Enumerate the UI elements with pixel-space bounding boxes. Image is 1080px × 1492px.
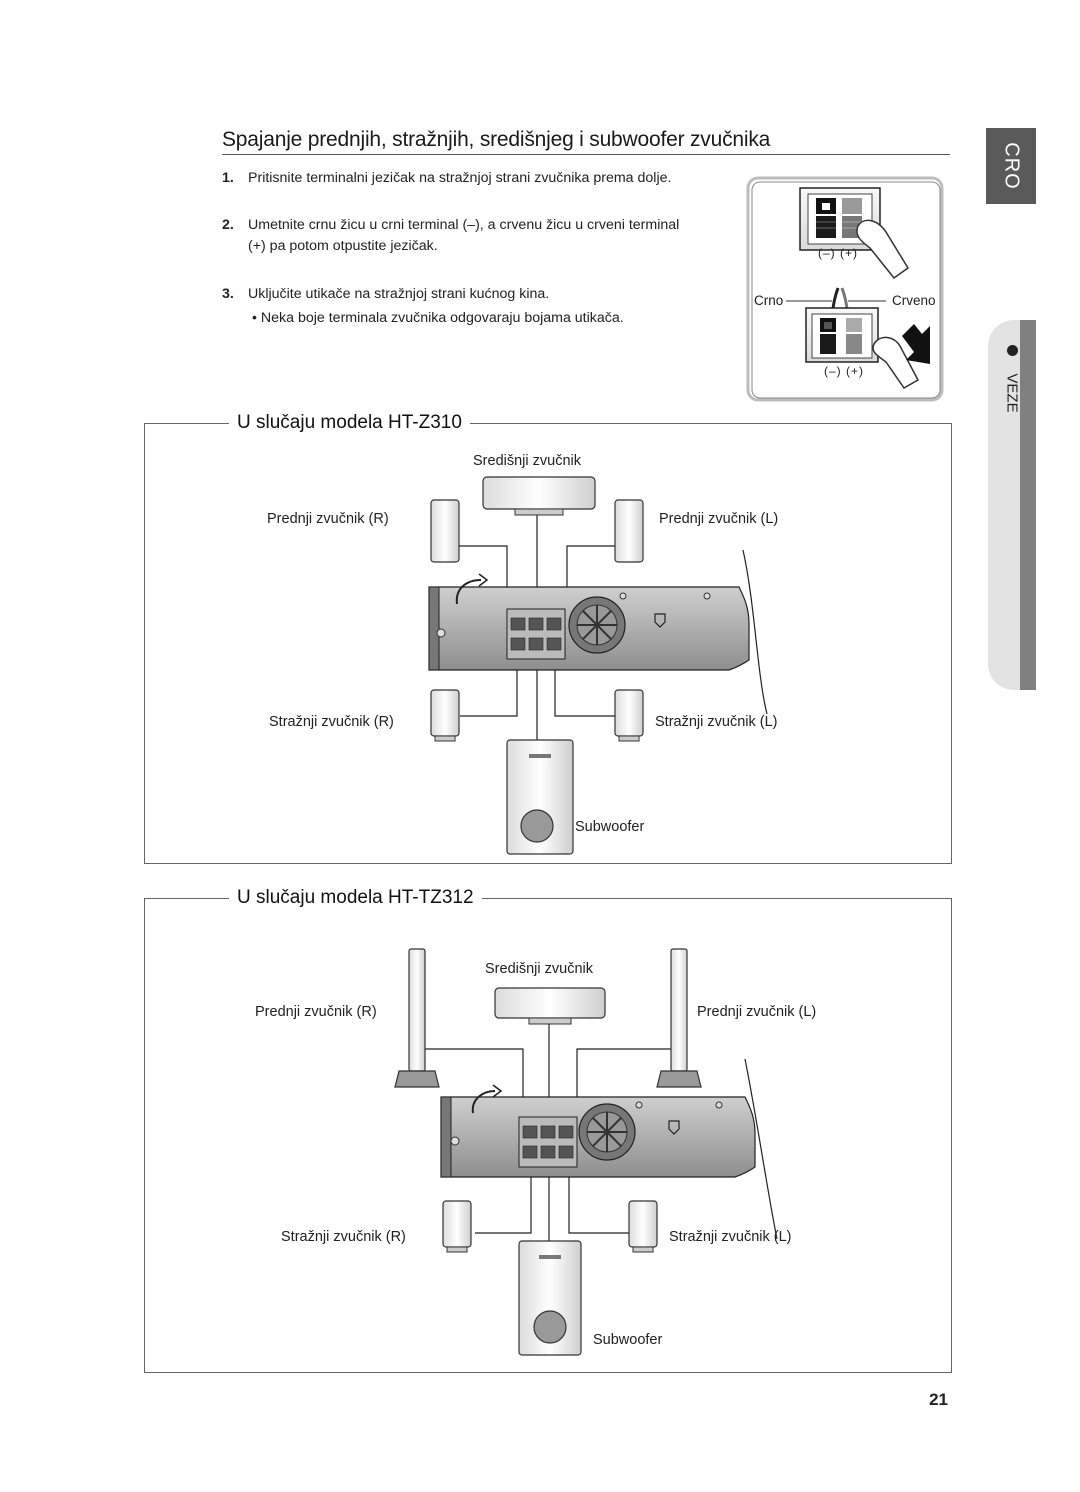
center-speaker-label: Središnji zvučnik xyxy=(485,961,593,977)
rear-right-speaker-label: Stražnji zvučnik (R) xyxy=(269,714,394,730)
rear-left-speaker-label: Stražnji zvučnik (L) xyxy=(669,1229,792,1245)
step-text: (+) pa potom otpustite jezičak. xyxy=(248,238,438,254)
subwoofer-label: Subwoofer xyxy=(575,819,645,835)
step-text: • Neka boje terminala zvučnika odgovaraj… xyxy=(252,310,624,326)
polarity-label-top: (–) (+) xyxy=(818,246,858,260)
front-right-speaker-label: Prednji zvučnik (R) xyxy=(267,511,389,527)
step-3-note: • Neka boje terminala zvučnika odgovaraj… xyxy=(222,308,732,330)
page-title: Spajanje prednjih, stražnjih, središnjeg… xyxy=(222,128,771,151)
section-tab-bar xyxy=(1020,320,1036,690)
step-number: 3. xyxy=(222,286,234,302)
rear-right-speaker-label: Stražnji zvučnik (R) xyxy=(281,1229,406,1245)
polarity-label-bottom: (–) (+) xyxy=(824,364,864,378)
terminal-illustration: (–) (+) Crno Crveno (–) (+) xyxy=(746,176,944,402)
section-tab: VEZE xyxy=(988,320,1036,690)
bullet-icon xyxy=(1007,345,1018,356)
rear-left-speaker-label: Stražnji zvučnik (L) xyxy=(655,714,778,730)
center-speaker-label: Središnji zvučnik xyxy=(473,453,581,469)
step-text: Uključite utikače na stražnjoj strani ku… xyxy=(248,286,550,302)
front-left-speaker-label: Prednji zvučnik (L) xyxy=(697,1004,817,1020)
section-label: VEZE xyxy=(1003,373,1021,413)
step-2: 2. Umetnite crnu žicu u crni terminal (–… xyxy=(222,215,732,237)
diagram-ht-tz312: U slučaju modela HT-TZ312 Središnji zvuč… xyxy=(144,887,952,1373)
step-text: Pritisnite terminalni jezičak na stražnj… xyxy=(248,170,672,186)
black-wire-label: Crno xyxy=(754,293,784,308)
step-1: 1. Pritisnite terminalni jezičak na stra… xyxy=(222,168,732,190)
section-tab-label-group: VEZE xyxy=(1001,345,1023,465)
title-divider xyxy=(222,154,950,155)
diagram-a-title: U slučaju modela HT-Z310 xyxy=(229,412,470,434)
diagram-b-title: U slučaju modela HT-TZ312 xyxy=(229,887,482,909)
step-number: 2. xyxy=(222,217,234,233)
front-left-speaker-label: Prednji zvučnik (L) xyxy=(659,511,779,527)
step-3: 3. Uključite utikače na stražnjoj strani… xyxy=(222,284,732,306)
language-label: CRO xyxy=(1000,142,1023,190)
language-tab: CRO xyxy=(986,128,1036,204)
diagram-ht-z310: U slučaju modela HT-Z310 Središnji zvučn… xyxy=(144,412,952,864)
step-text: Umetnite crnu žicu u crni terminal (–), … xyxy=(248,217,680,233)
step-2-continued: (+) pa potom otpustite jezičak. xyxy=(222,236,732,258)
red-wire-label: Crveno xyxy=(892,293,936,308)
subwoofer-label: Subwoofer xyxy=(593,1332,663,1348)
page-number: 21 xyxy=(929,1390,948,1409)
front-right-speaker-label: Prednji zvučnik (R) xyxy=(255,1004,377,1020)
step-number: 1. xyxy=(222,170,234,186)
